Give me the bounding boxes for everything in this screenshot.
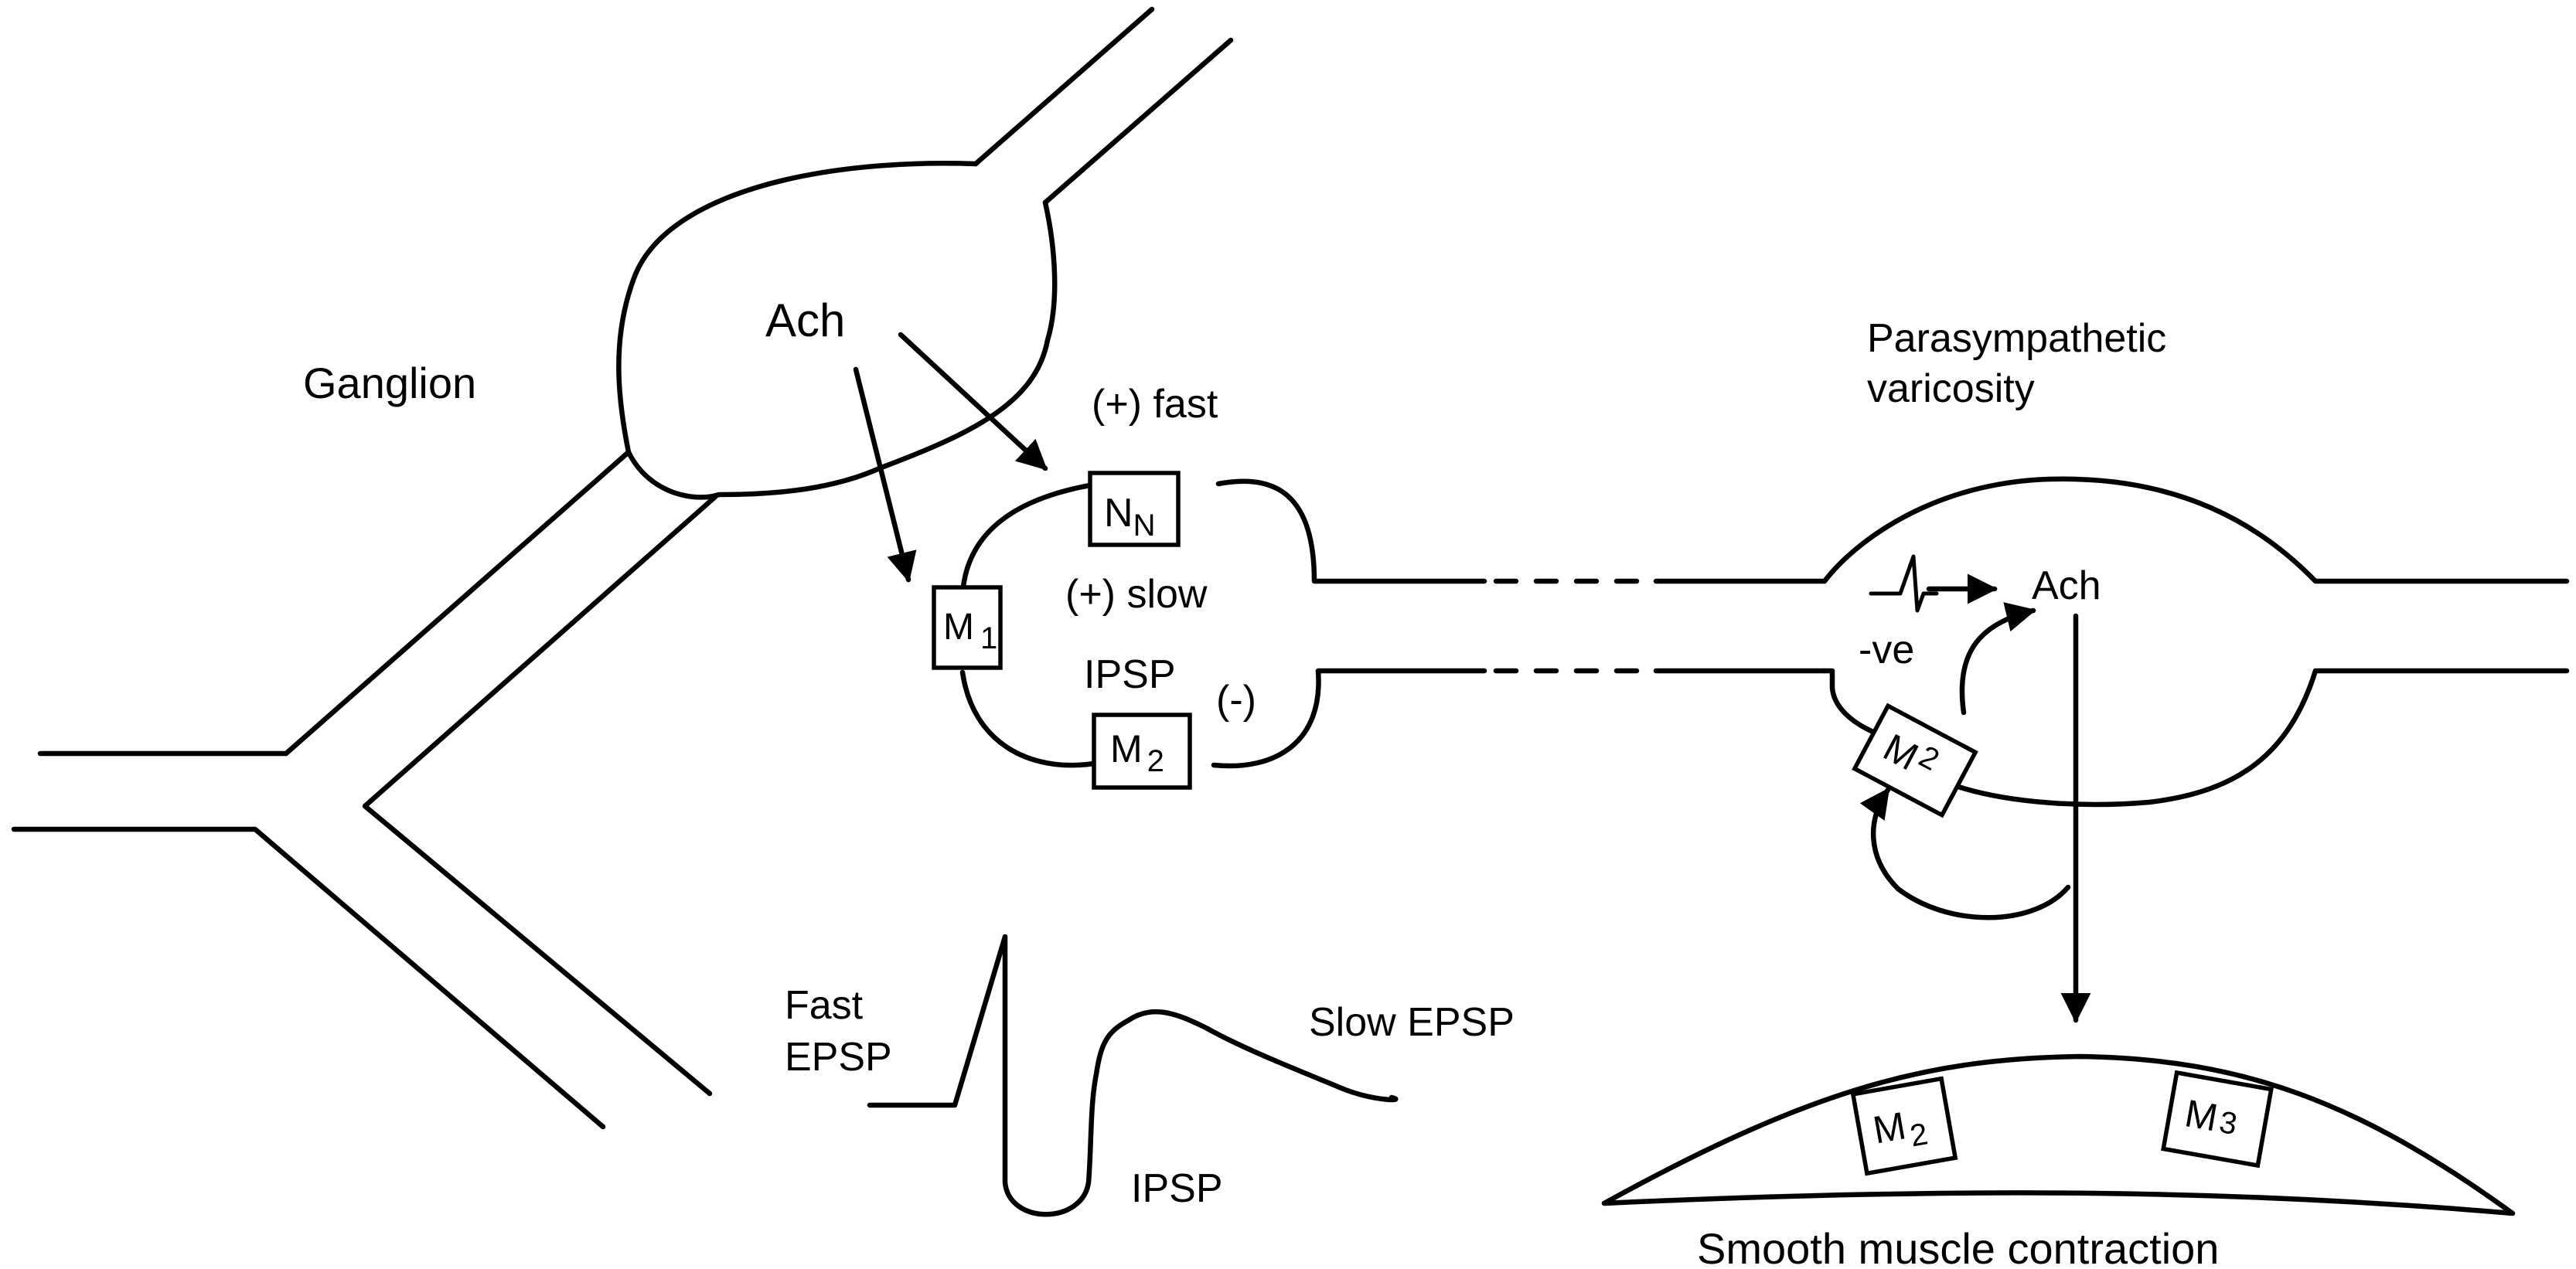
- nn-receptor-subscript: N: [1133, 509, 1156, 543]
- m3-muscle-receptor-letter: M: [2182, 1091, 2221, 1139]
- nn-receptor-letter: N: [1104, 491, 1133, 536]
- ganglion-label: Ganglion: [303, 359, 476, 407]
- ganglion-ach-label: Ach: [765, 294, 845, 346]
- ganglion-lower-left-branch: [37, 449, 632, 757]
- ipsp-trace-label: IPSP: [1131, 1166, 1223, 1211]
- action-potential-icon: [1869, 554, 1939, 613]
- varicosity-lower-outline-right: [1953, 668, 2570, 808]
- varicosity-lower-outline-left: [1821, 668, 1878, 736]
- smooth-muscle-label: Smooth muscle contraction: [1697, 1224, 2219, 1269]
- postganglionic-neuron: [959, 478, 1828, 769]
- m1-receptor-subscript: 1: [980, 621, 997, 655]
- varicosity-upper-outline: [1821, 476, 2570, 584]
- ganglion-upper-axon-left-edge: [973, 6, 1155, 167]
- varicosity-ach-label: Ach: [2032, 563, 2101, 608]
- ipsp-inner-label: IPSP: [1084, 652, 1176, 697]
- ganglion-upper-axon-right-edge: [1042, 37, 1234, 206]
- slow-epsp-label: Slow EPSP: [1309, 1000, 1515, 1045]
- m2-varicosity-receptor: M2: [1852, 703, 1978, 818]
- ach-to-m1-arrow: [853, 366, 917, 583]
- parasympathetic-label-line1: Parasympathetic: [1867, 316, 2166, 361]
- negative-label: -ve: [1859, 628, 1914, 672]
- svg-text:M3: M3: [2182, 1091, 2241, 1143]
- fast-plus-label: (+) fast: [1092, 382, 1218, 427]
- m2-muscle-receptor-letter: M: [1870, 1104, 1910, 1152]
- fast-epsp-label-line1: Fast: [785, 983, 864, 1028]
- m2-ganglion-receptor-letter: M: [1110, 727, 1143, 771]
- minus-label: (-): [1216, 678, 1256, 723]
- ganglion-soma: [616, 161, 1058, 500]
- ganglion-lower-right-branch: [362, 494, 718, 1097]
- parasympathetic-label-line2: varicosity: [1867, 366, 2035, 411]
- varicosity: [1821, 476, 2570, 808]
- ganglion-neuron: [11, 6, 1234, 1130]
- ach-loop-arrow: [1859, 787, 2071, 920]
- nn-receptor: NN: [1088, 471, 1181, 547]
- svg-text:M2: M2: [1870, 1101, 1930, 1160]
- m3-muscle-receptor: M3: [2161, 1070, 2274, 1169]
- postganglionic-cell-outline: [959, 478, 1487, 769]
- postsynaptic-potential-trace: [867, 934, 1399, 1217]
- svg-text:NN: NN: [1104, 491, 1155, 543]
- m2-muscle-receptor: M2: [1850, 1076, 1958, 1176]
- ach-to-nn-arrow: [898, 332, 1048, 471]
- ach-feedback-arrow: [1959, 602, 2036, 716]
- slow-plus-label: (+) slow: [1065, 572, 1208, 617]
- svg-text:M2: M2: [1110, 727, 1164, 778]
- m1-receptor-letter: M: [943, 607, 974, 648]
- fast-epsp-label-line2: EPSP: [785, 1035, 892, 1080]
- m2-ganglion-receptor-subscript: 2: [1147, 744, 1164, 778]
- svg-text:M1: M1: [943, 607, 997, 655]
- smooth-muscle-cell: [1601, 1053, 2516, 1216]
- ganglion-lower-mid-branch: [11, 826, 606, 1130]
